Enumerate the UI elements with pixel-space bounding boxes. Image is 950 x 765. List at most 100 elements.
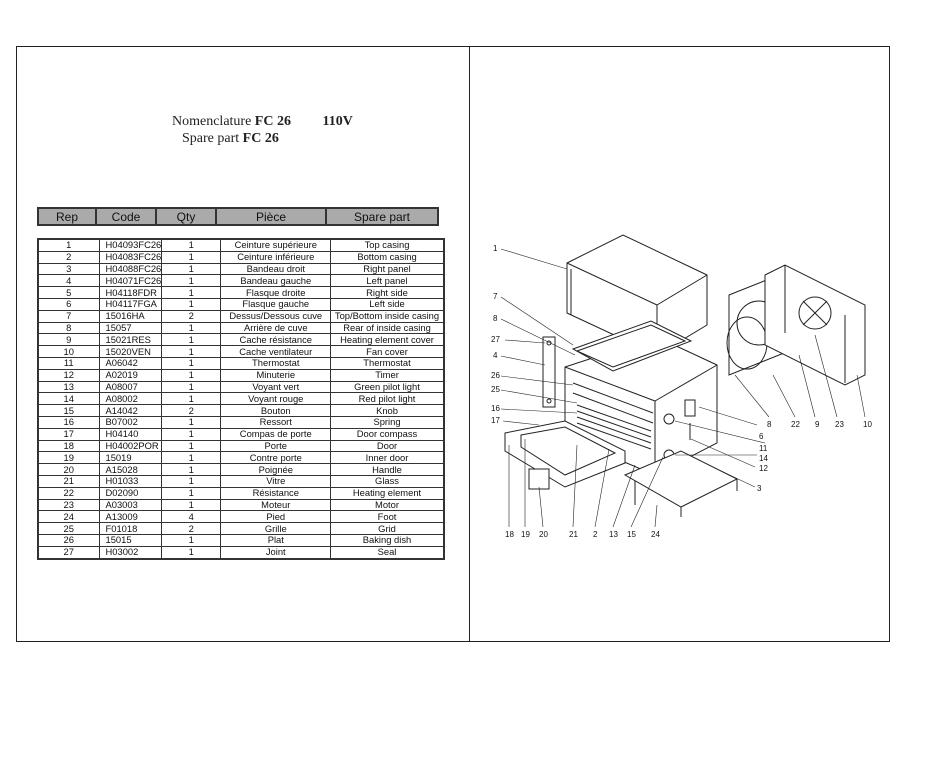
cell-qty: 1 [161,439,222,453]
cell-spare-part: Baking dish [330,533,445,547]
cell-spare-part: Heating element [330,486,445,500]
title-line-nomenclature: Nomenclature FC 26 110V [172,114,353,130]
cell-spare-part: Glass [330,474,445,488]
cell-spare-part: Rear of inside casing [330,321,445,335]
cell-rep: 11 [37,356,100,370]
left-panel-part [542,336,556,408]
cell-qty: 1 [161,274,222,288]
cell-rep: 8 [37,321,100,335]
callout-back-8: 8 [767,420,772,429]
cell-code: H04140 [98,427,163,441]
callout-7: 7 [493,292,498,301]
column-divider [469,46,470,642]
cell-piece: Bandeau droit [220,262,332,276]
callout-19: 19 [521,530,530,539]
cell-code: 15019 [98,451,163,465]
header-piece: Pièce [215,207,327,226]
cell-piece: Ceinture supérieure [220,238,332,252]
cell-qty: 2 [161,404,222,417]
cell-qty: 1 [161,533,222,547]
cell-code: A14042 [98,404,163,417]
cell-piece: Flasque gauche [220,297,332,311]
cell-code: H01033 [98,474,163,488]
cell-rep: 26 [37,533,100,547]
cell-spare-part: Top casing [330,238,445,252]
cell-rep: 20 [37,463,100,476]
cell-piece: Pied [220,510,332,524]
page-frame [16,46,890,642]
cell-code: A02019 [98,368,163,382]
cell-rep: 18 [37,439,100,453]
callout-10: 10 [863,420,872,429]
callout-6: 6 [759,432,764,441]
cell-spare-part: Left panel [330,274,445,288]
cell-code: B07002 [98,415,163,429]
cell-qty: 1 [161,380,222,394]
document-title: Nomenclature FC 26 110V Spare part FC 26 [172,114,353,147]
cell-spare-part: Spring [330,415,445,429]
cell-rep: 17 [37,427,100,441]
cell-piece: Dessus/Dessous cuve [220,309,332,323]
cell-rep: 15 [37,404,100,417]
title-model: FC 26 [254,114,291,129]
cell-rep: 10 [37,345,100,358]
cell-code: A08007 [98,380,163,394]
cell-rep: 5 [37,286,100,299]
cell-qty: 1 [161,545,222,560]
cell-rep: 9 [37,333,100,347]
cell-spare-part: Seal [330,545,445,560]
cell-code: H04118FDR [98,286,163,299]
table-header: Rep Code Qty Pièce Spare part [37,207,439,226]
cell-rep: 25 [37,522,100,535]
cell-spare-part: Thermostat [330,356,445,370]
cell-piece: Cache ventilateur [220,345,332,358]
cell-rep: 1 [37,238,100,252]
cell-rep: 16 [37,415,100,429]
callout-18: 18 [505,530,514,539]
cell-rep: 21 [37,474,100,488]
callout-22: 22 [791,420,800,429]
leader-lines [500,248,866,528]
callout-16: 16 [491,404,500,413]
cell-rep: 14 [37,392,100,406]
cell-code: H03002 [98,545,163,560]
cell-piece: Voyant vert [220,380,332,394]
cell-qty: 1 [161,463,222,476]
cell-piece: Contre porte [220,451,332,465]
cell-qty: 1 [161,356,222,370]
cell-code: H04093FC26 [98,238,163,252]
cell-spare-part: Top/Bottom inside casing [330,309,445,323]
cell-piece: Moteur [220,498,332,512]
cell-code: A13009 [98,510,163,524]
cell-spare-part: Foot [330,510,445,524]
cell-piece: Ressort [220,415,332,429]
title-prefix: Nomenclature [172,114,252,129]
cell-code: 15057 [98,321,163,335]
cell-qty: 1 [161,427,222,441]
cell-qty: 1 [161,250,222,264]
cell-piece: Bandeau gauche [220,274,332,288]
cell-piece: Cache résistance [220,333,332,347]
cell-piece: Voyant rouge [220,392,332,406]
callout-17: 17 [491,416,500,425]
cell-rep: 4 [37,274,100,288]
cell-spare-part: Right side [330,286,445,299]
cell-qty: 1 [161,451,222,465]
cell-piece: Résistance [220,486,332,500]
cell-qty: 2 [161,309,222,323]
cell-spare-part: Left side [330,297,445,311]
cell-spare-part: Right panel [330,262,445,276]
